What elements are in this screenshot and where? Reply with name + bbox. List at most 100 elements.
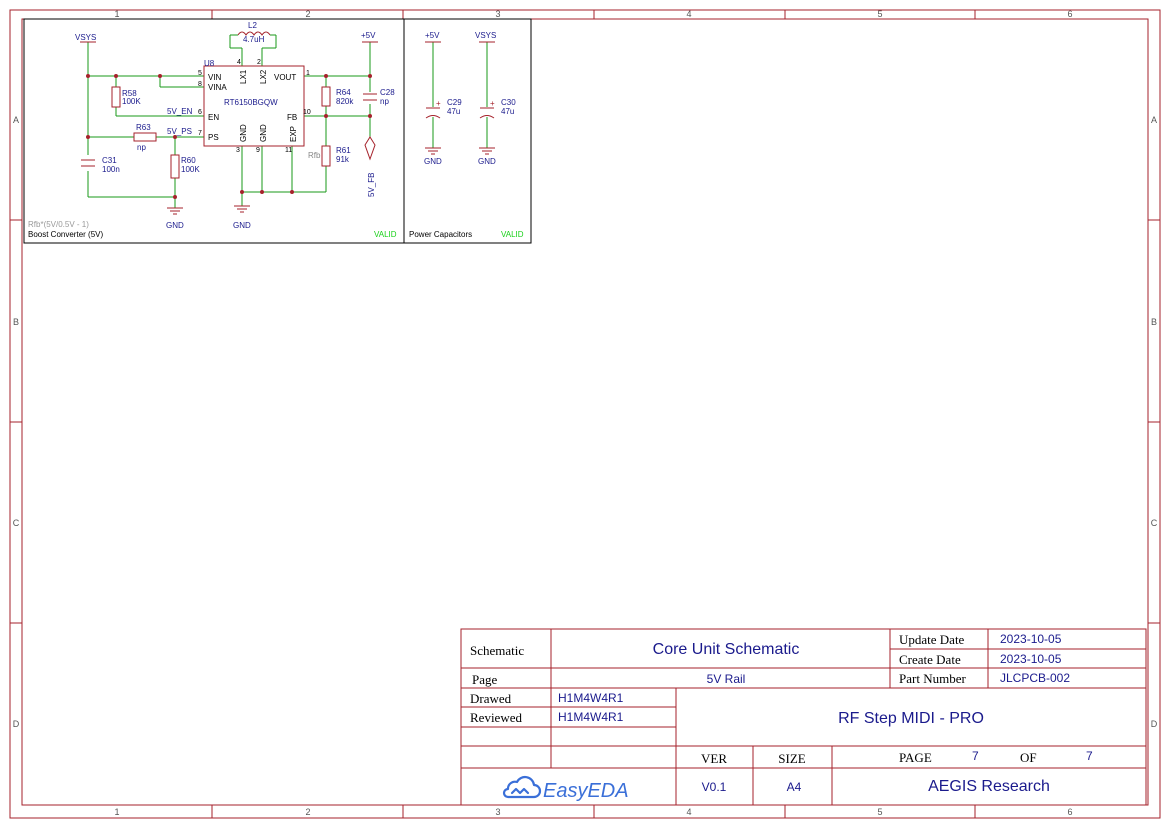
caps-wires <box>432 42 488 148</box>
inductor-coil <box>237 31 271 36</box>
boost-converter-block[interactable]: VSYS +5V 5V_EN 5V_PS GND GND 5V_FB U8 RT… <box>23 18 405 244</box>
r61-body <box>321 145 331 167</box>
r60-value: 100K <box>181 165 200 174</box>
row-label-left-b: B <box>13 317 19 327</box>
col-label-top-6: 6 <box>1067 9 1072 19</box>
pin-fb: FB <box>287 113 297 122</box>
row-label-left-d: D <box>13 719 20 729</box>
col-label-bottom-3: 3 <box>495 807 500 817</box>
r63-ref: R63 <box>136 123 151 132</box>
create-date-label: Create Date <box>899 652 961 667</box>
drawed-value: H1M4W4R1 <box>558 691 624 705</box>
pinnum-fb: 10 <box>303 109 311 116</box>
schematic-label: Schematic <box>470 643 524 658</box>
boost-valid-badge: VALID <box>374 230 397 239</box>
caps-block-border <box>403 18 532 244</box>
row-label-right-b: B <box>1151 317 1157 327</box>
col-label-top-1: 1 <box>114 9 119 19</box>
boost-wires <box>87 34 371 208</box>
fb-port-label: 5V_FB <box>367 173 376 197</box>
c30-net-label: VSYS <box>475 31 496 40</box>
col-label-bottom-5: 5 <box>877 807 882 817</box>
title-block: Schematic Core Unit Schematic Page 5V Ra… <box>460 628 1147 806</box>
col-label-top-3: 3 <box>495 9 500 19</box>
r61-ref: R61 <box>336 146 351 155</box>
part-number-value: JLCPCB-002 <box>1000 671 1070 685</box>
page-value: 5V Rail <box>707 672 746 686</box>
c29-value: 47u <box>447 107 460 116</box>
row-label-left-a: A <box>13 115 19 125</box>
boost-power-symbols <box>80 41 378 215</box>
reviewed-value: H1M4W4R1 <box>558 710 624 724</box>
rt6150-ic-body[interactable] <box>203 65 305 147</box>
r64-value: 820k <box>336 97 354 106</box>
easyeda-logo-text: EasyEDA <box>543 780 629 802</box>
row-label-right-d: D <box>1151 719 1158 729</box>
pinnum-lx1: 4 <box>237 59 241 66</box>
pin-lx2: LX2 <box>259 69 268 84</box>
r58-ref: R58 <box>122 89 137 98</box>
row-label-left-c: C <box>13 518 20 528</box>
c31-value: 100n <box>102 165 120 174</box>
col-label-bottom-4: 4 <box>686 807 691 817</box>
c29-ref: C29 <box>447 98 462 107</box>
power-capacitors-block[interactable]: + + +5V VSYS C29 47u C30 47u GND GND Pow… <box>403 18 532 244</box>
row-label-right-a: A <box>1151 115 1157 125</box>
part-number-label: Part Number <box>899 671 966 686</box>
drawed-label: Drawed <box>470 691 512 706</box>
pinnum-gnd2: 9 <box>256 147 260 154</box>
row-label-right-c: C <box>1151 518 1158 528</box>
size-label: SIZE <box>778 751 806 766</box>
pin-exp: EXP <box>289 126 298 142</box>
pin-vout: VOUT <box>274 73 296 82</box>
pin-vina: VINA <box>208 83 227 92</box>
pin-ps: PS <box>208 133 219 142</box>
plus5v-net-label: +5V <box>361 31 376 40</box>
pinnum-vout: 1 <box>306 70 310 77</box>
boost-junctions <box>86 74 372 199</box>
c29-gnd-label: GND <box>424 157 442 166</box>
pinnum-ps: 7 <box>198 130 202 137</box>
r63-body <box>133 132 157 142</box>
update-date-label: Update Date <box>899 632 965 647</box>
col-label-top-2: 2 <box>305 9 310 19</box>
gnd-label-ic: GND <box>233 221 251 230</box>
pin-gnd2: GND <box>259 124 268 142</box>
ps-net-label: 5V_PS <box>167 127 192 136</box>
project-name: RF Step MIDI - PRO <box>838 710 984 727</box>
c30-value: 47u <box>501 107 514 116</box>
title-block-grid <box>460 628 1147 806</box>
page-label: Page <box>472 672 498 687</box>
c29-plus-mark: + <box>436 99 441 108</box>
boost-note: Rfb*(5V/0.5V - 1) <box>28 220 89 229</box>
r60-ref: R60 <box>181 156 196 165</box>
update-date-value: 2023-10-05 <box>1000 632 1062 646</box>
l2-ref: L2 <box>248 21 257 30</box>
r64-ref: R64 <box>336 88 351 97</box>
c29-net-label: +5V <box>425 31 440 40</box>
col-label-top-5: 5 <box>877 9 882 19</box>
col-label-bottom-6: 6 <box>1067 807 1072 817</box>
cloud-icon <box>502 775 542 799</box>
pinnum-gnd1: 3 <box>236 147 240 154</box>
boost-block-title: Boost Converter (5V) <box>28 230 103 239</box>
r63-value: np <box>137 143 146 152</box>
caps-valid-badge: VALID <box>501 230 524 239</box>
caps-symbols <box>425 41 495 155</box>
r61-value: 91k <box>336 155 350 164</box>
l2-value: 4.7uH <box>243 35 265 44</box>
easyeda-logo: EasyEDA <box>502 775 629 802</box>
col-label-top-4: 4 <box>686 9 691 19</box>
pin-gnd1: GND <box>239 124 248 142</box>
ver-label: VER <box>701 751 727 766</box>
page-num-label: PAGE <box>899 750 932 765</box>
company-name: AEGIS Research <box>928 778 1050 795</box>
c28-value: np <box>380 97 389 106</box>
ver-value: V0.1 <box>702 780 727 794</box>
ic-ref: U8 <box>204 59 215 68</box>
frame-column-labels: 1 2 3 4 5 6 1 2 3 4 5 6 A B C D A B C D <box>13 9 1158 817</box>
fb-port-shape <box>364 136 376 161</box>
schematic-value: Core Unit Schematic <box>653 641 800 658</box>
of-label: OF <box>1020 750 1037 765</box>
